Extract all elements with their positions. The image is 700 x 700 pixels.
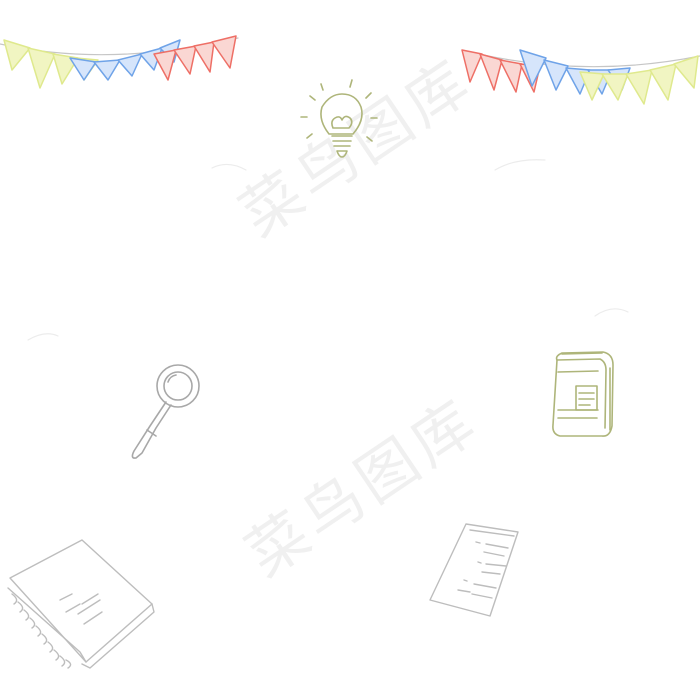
notebook-icon <box>7 539 155 669</box>
book-icon <box>552 351 614 437</box>
bunting-right <box>461 49 700 105</box>
bunting-right-yellow-flags <box>579 55 699 105</box>
bunting-left-red-flags <box>153 35 237 81</box>
bunting-left <box>0 35 239 89</box>
paper-sheet-icon <box>429 523 519 617</box>
faint-strokes <box>27 159 629 341</box>
light-bulb-icon <box>300 79 378 158</box>
magnifying-glass-icon <box>131 364 200 459</box>
